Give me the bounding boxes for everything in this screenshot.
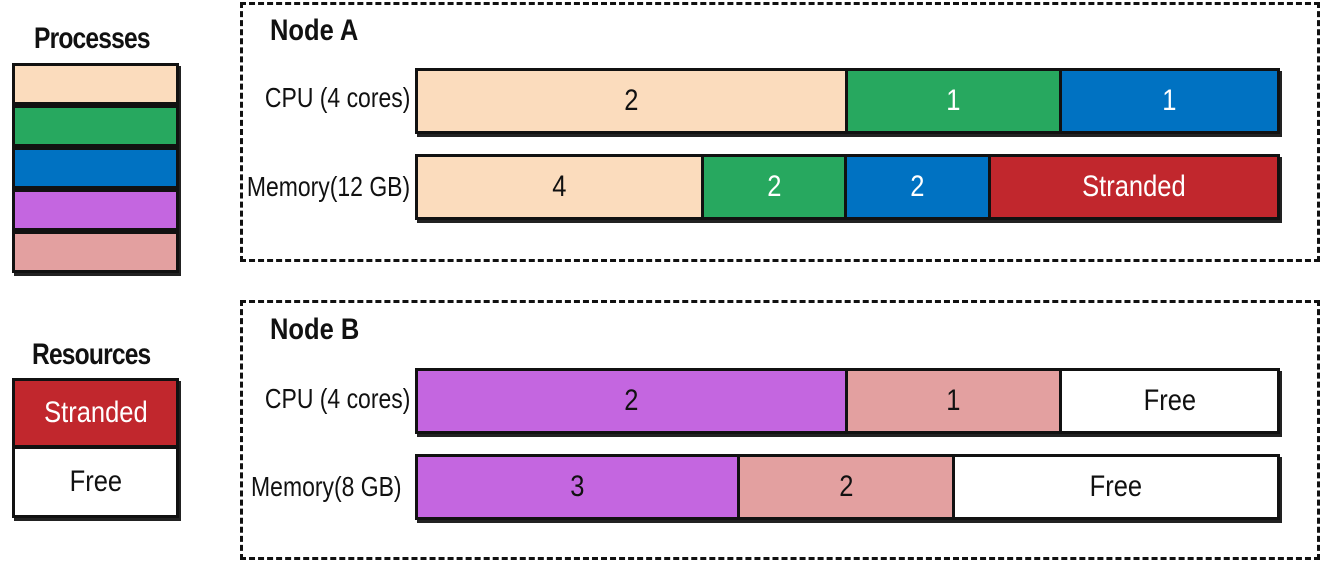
free-legend-swatch: Free: [12, 446, 179, 518]
node-b-cpu-segment: 2: [418, 371, 848, 431]
node-a-cpu-segment: 1: [847, 71, 1063, 131]
node-b-memory-segment: 3: [418, 457, 741, 517]
node-a-memory-label: Memory(12 GB): [246, 171, 410, 202]
processes-legend: [12, 63, 179, 275]
node-a-title: Node A: [270, 14, 359, 47]
stranded-legend-label: Stranded: [43, 396, 148, 429]
node-a-memory-segment-label: 2: [767, 170, 782, 203]
node-b-frame: [240, 300, 1320, 560]
node-b-cpu-segment-label: Free: [1143, 384, 1196, 417]
node-b-memory-bar: 3 2 Free: [415, 454, 1280, 520]
node-a-frame: [240, 2, 1320, 262]
process-swatch-3: [12, 147, 179, 189]
node-b-memory-segment: Free: [954, 457, 1277, 517]
resources-legend-title: Resources: [32, 338, 151, 371]
node-a-cpu-segment: 2: [418, 71, 848, 131]
node-b-memory-segment-label: 2: [838, 470, 854, 503]
node-a-cpu-label: CPU (4 cores): [264, 82, 410, 113]
free-legend-label: Free: [69, 465, 122, 498]
process-swatch-1: [12, 63, 179, 105]
node-a-memory-segment: 2: [704, 157, 848, 217]
node-a-memory-segment-label: Stranded: [1082, 170, 1186, 203]
node-a-memory-bar: 4 2 2 Stranded: [415, 154, 1280, 220]
node-a-cpu-segment-label: 1: [1162, 84, 1177, 117]
node-b-cpu-segment: Free: [1062, 371, 1277, 431]
node-b-title: Node B: [270, 313, 360, 346]
process-swatch-5: [12, 231, 179, 273]
node-b-cpu-segment-label: 1: [946, 384, 961, 417]
processes-legend-title: Processes: [34, 22, 151, 55]
node-a-memory-segment-label: 2: [910, 170, 925, 203]
node-b-memory-segment: 2: [740, 457, 955, 517]
node-b-cpu-bar: 2 1 Free: [415, 368, 1280, 434]
node-b-memory-label: Memory(8 GB): [251, 471, 402, 502]
node-a-memory-segment: Stranded: [990, 157, 1277, 217]
node-a-cpu-segment-label: 1: [946, 84, 961, 117]
node-b-cpu-segment: 1: [847, 371, 1063, 431]
node-b-memory-segment-label: 3: [570, 470, 585, 503]
node-b-cpu-segment-label: 2: [624, 384, 639, 417]
node-a-cpu-segment: 1: [1062, 71, 1277, 131]
node-a-memory-segment: 4: [418, 157, 705, 217]
node-a-memory-segment: 2: [847, 157, 991, 217]
node-b-cpu-label: CPU (4 cores): [264, 383, 410, 414]
process-swatch-4: [12, 189, 179, 231]
node-b-memory-segment-label: Free: [1089, 470, 1143, 503]
process-swatch-2: [12, 105, 179, 147]
node-a-cpu-segment-label: 2: [624, 84, 639, 117]
node-a-memory-segment-label: 4: [552, 170, 567, 203]
stranded-legend-swatch: Stranded: [12, 378, 179, 448]
node-a-cpu-bar: 2 1 1: [415, 68, 1280, 134]
